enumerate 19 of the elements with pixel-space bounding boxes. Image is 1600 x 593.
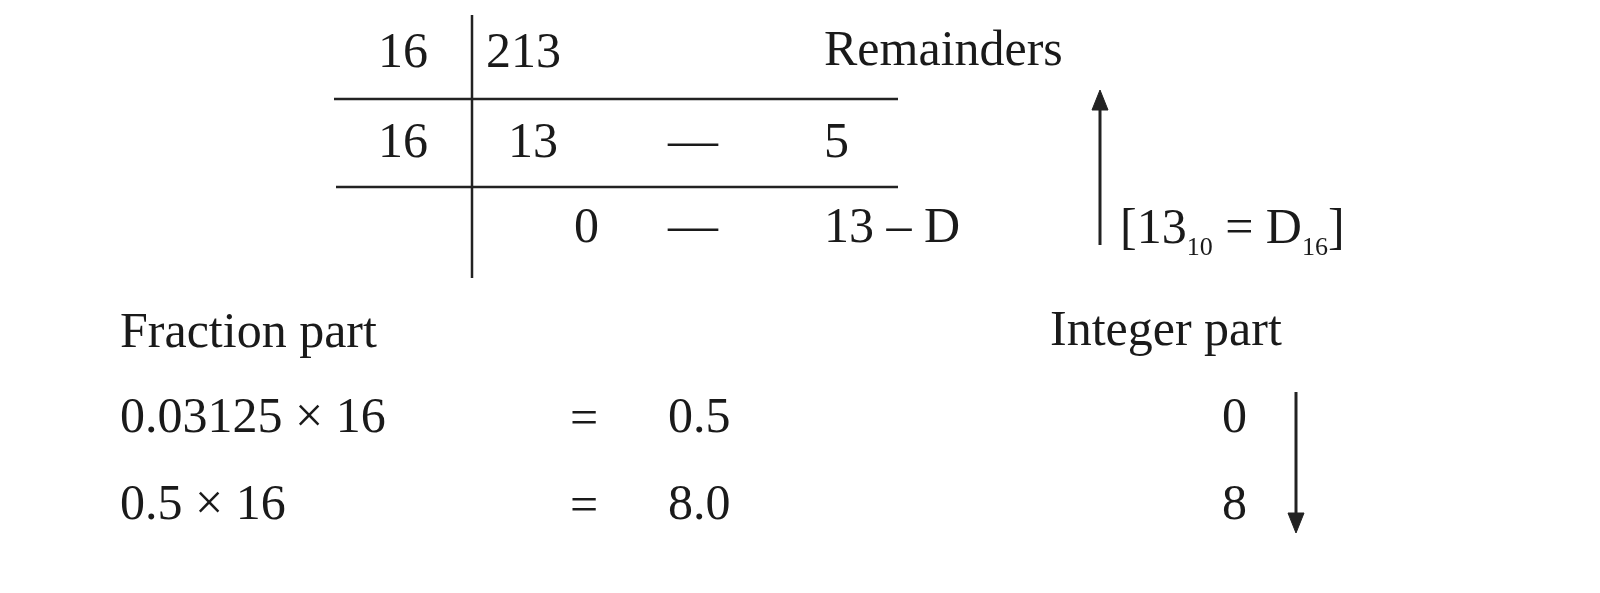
label-text: 13 – D [824,200,961,250]
label-text: 0.5 × 16 [120,477,286,527]
label-text: 16 [378,115,428,165]
label-text: 5 [824,115,849,165]
label-text: [13$_{10}$ = D$_{16}$] [1120,200,1345,260]
label-text: 0 [574,200,599,250]
label-text: 13 [508,115,558,165]
label-text: = [570,392,599,442]
label-text: 213 [486,25,561,75]
label-text: Remainders [824,23,1063,73]
label-text: 8.0 [668,477,731,527]
label-text: 0.5 [668,390,731,440]
label-text: = [570,479,599,529]
label-text: 0.03125 × 16 [120,390,386,440]
label-text: — [668,200,718,250]
label-text: 8 [1222,477,1247,527]
label-text: — [668,115,718,165]
label-text: 0 [1222,390,1247,440]
label-text: 16 [378,25,428,75]
